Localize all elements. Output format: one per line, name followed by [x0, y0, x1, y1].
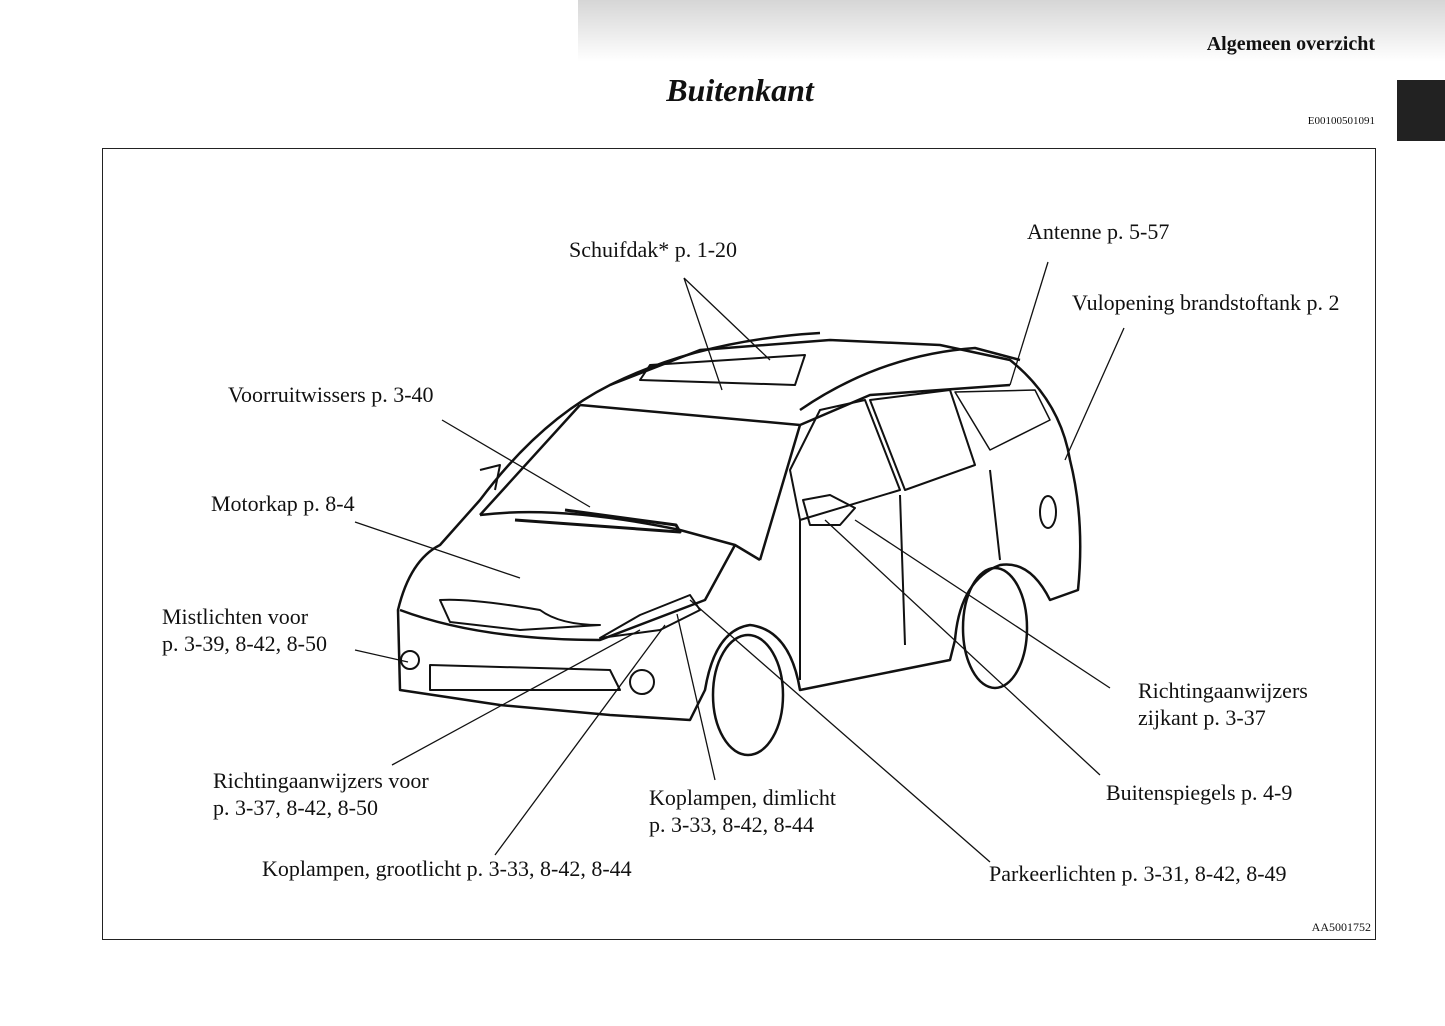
label-sunroof: Schuifdak* p. 1-20 [569, 237, 738, 262]
label-mirrors: Buitenspiegels p. 4-9 [1106, 780, 1293, 805]
label-line: Mistlichten voor [162, 604, 309, 629]
label-line: p. 3-39, 8-42, 8-50 [162, 631, 327, 656]
label-high-beam: Koplampen, grootlicht p. 3-33, 8-42, 8-4… [262, 856, 632, 881]
label-line: Koplampen, dimlicht [649, 785, 836, 810]
label-wipers: Voorruitwissers p. 3-40 [228, 382, 434, 407]
figure-id: AA5001752 [1311, 920, 1371, 934]
figure-frame [102, 148, 1376, 940]
label-fuel-filler: Vulopening brandstoftank p. 2 [1072, 290, 1340, 315]
chapter-tab [1397, 80, 1445, 141]
label-parking-lights: Parkeerlichten p. 3-31, 8-42, 8-49 [989, 861, 1287, 886]
document-code: E00100501091 [1307, 115, 1375, 127]
label-line: zijkant p. 3-37 [1138, 705, 1266, 730]
header-band [578, 0, 1445, 62]
label-antenna: Antenne p. 5-57 [1027, 219, 1170, 244]
label-line: Richtingaanwijzers [1138, 678, 1308, 703]
label-line: Richtingaanwijzers voor [213, 768, 429, 793]
page-title: Buitenkant [666, 72, 814, 108]
section-title: Algemeen overzicht [1206, 33, 1375, 55]
label-line: p. 3-33, 8-42, 8-44 [649, 812, 814, 837]
label-hood: Motorkap p. 8-4 [211, 491, 355, 516]
label-line: p. 3-37, 8-42, 8-50 [213, 795, 378, 820]
